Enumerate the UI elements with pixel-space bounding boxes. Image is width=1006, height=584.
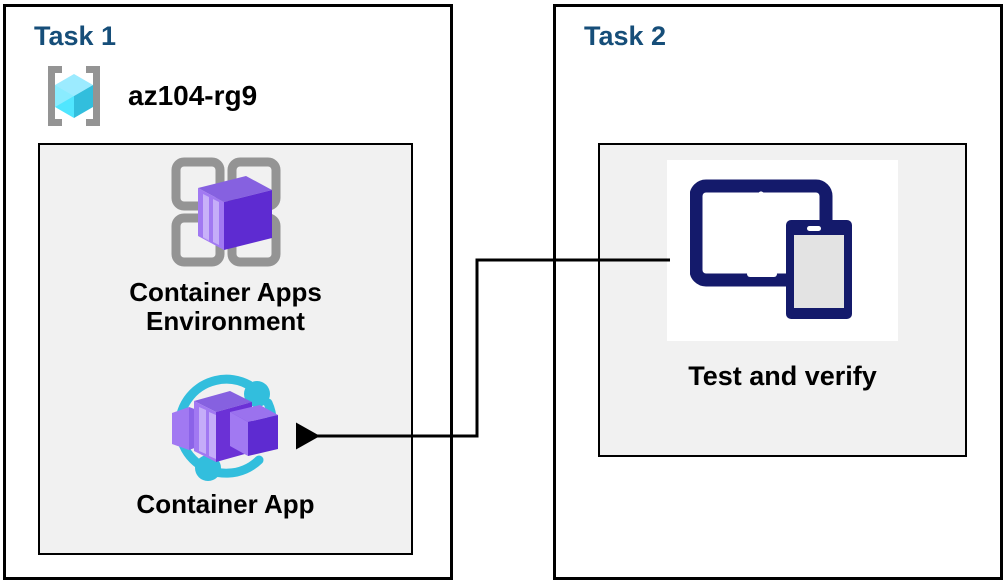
devices-icon — [689, 176, 876, 326]
devices-icon-background — [667, 160, 898, 341]
task-2-title: Task 2 — [584, 21, 667, 51]
test-and-verify-caption: Test and verify — [688, 361, 877, 391]
container-app-icon — [156, 368, 296, 486]
test-and-verify-figure: Test and verify — [598, 160, 967, 392]
resource-group-row: az104-rg9 — [36, 58, 257, 134]
container-apps-environment-caption: Container Apps Environment — [129, 277, 322, 337]
container-apps-environment-icon — [162, 152, 290, 274]
task-1-title: Task 1 — [34, 21, 117, 51]
container-apps-environment-figure: Container Apps Environment — [38, 152, 413, 336]
container-app-caption: Container App — [136, 489, 315, 519]
resource-group-icon — [36, 58, 112, 134]
resource-group-label: az104-rg9 — [128, 80, 258, 111]
container-app-figure: Container App — [38, 368, 413, 519]
